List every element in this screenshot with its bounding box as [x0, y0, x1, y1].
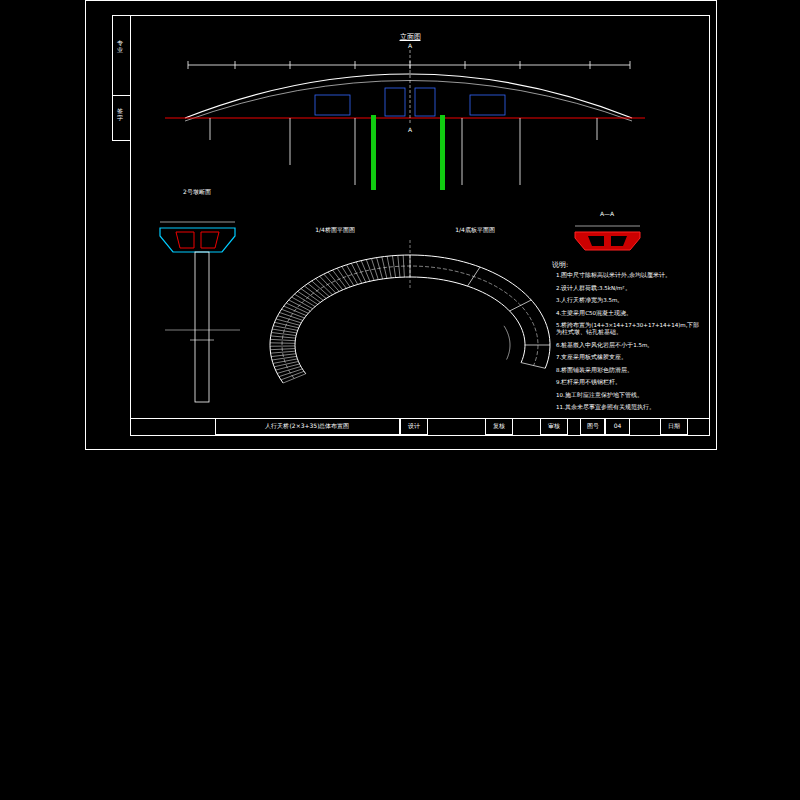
cell-text: 审核 — [548, 423, 560, 430]
axis-line — [410, 240, 411, 290]
title-block-cell: 日期 — [660, 418, 688, 435]
note-line: 4.主梁采用C50混凝土现浇。 — [556, 310, 704, 317]
cell-text: 图号 — [587, 423, 599, 430]
strip-divider — [112, 95, 130, 96]
deck-hatch — [398, 255, 400, 277]
deck-hatch — [279, 369, 302, 377]
deck-hatch — [371, 258, 378, 279]
note-line: 10.施工时应注意保护地下管线。 — [556, 392, 704, 399]
pier-section — [160, 222, 240, 402]
deck-hatch — [270, 349, 295, 350]
view-title: A—A — [600, 210, 614, 217]
title-block-cell: 审核 — [540, 418, 568, 435]
ramp-edge — [504, 326, 510, 360]
deck-hatch — [270, 345, 295, 346]
deck-hatch — [273, 359, 297, 363]
title-block-cell: 图号 — [580, 418, 605, 435]
side-cell-text: 专业 — [117, 40, 123, 53]
deck-hatch — [279, 312, 302, 320]
plan-edge — [270, 255, 550, 383]
elevation — [165, 50, 645, 190]
plan-view — [270, 240, 550, 383]
title-block-cell: 复核 — [485, 418, 513, 435]
plan-edge — [295, 277, 525, 374]
note-line: 9.栏杆采用不锈钢栏杆。 — [556, 379, 704, 386]
deck-hatch — [392, 256, 395, 278]
cell-text: 日期 — [668, 423, 680, 430]
girder-division — [510, 300, 532, 311]
deck-hatch — [382, 257, 387, 279]
deck-hatch — [273, 326, 297, 331]
view-title: 1/4桥面平面图 — [315, 226, 355, 233]
deck-hatch — [272, 356, 297, 360]
deck-hatch — [342, 266, 354, 285]
section-mark: A — [407, 42, 413, 49]
deck-hatch — [278, 316, 302, 323]
deck-hatch — [281, 371, 304, 380]
deck-hatch — [271, 351, 296, 353]
deck-hatch — [275, 322, 299, 328]
outer-frame — [86, 1, 717, 450]
cell-text: 人行天桥(2×3+35)总体布置图 — [265, 423, 349, 430]
view-title: 2号墩断面 — [183, 188, 211, 195]
note-line: 3.人行天桥净宽为3.5m。 — [556, 297, 704, 304]
note-line: 11.其余未尽事宜参照有关规范执行。 — [556, 404, 704, 411]
drawing-title: 立面图 — [400, 33, 421, 41]
deck-hatch — [356, 262, 366, 282]
deck-hatch — [274, 361, 298, 366]
deck-hatch — [271, 332, 296, 335]
inner-frame — [131, 16, 710, 436]
girder-division — [468, 267, 481, 286]
side-strip — [113, 16, 131, 141]
deck-hatch — [333, 270, 347, 288]
cell-text: 04 — [614, 423, 622, 430]
cell-text: 设计 — [408, 423, 420, 430]
title-block-cell: 04 — [605, 418, 630, 435]
note-line: 6.桩基嵌入中风化岩层不小于1.5m。 — [556, 342, 704, 349]
deck-hatch — [276, 319, 300, 325]
cell-text: 复核 — [493, 423, 505, 430]
note-line: 8.桥面铺装采用彩色防滑层。 — [556, 367, 704, 374]
box-section — [575, 226, 640, 250]
note-line: 5.桥跨布置为(14+3×14+17+30+17+14+14)m,下部为柱式墩、… — [556, 322, 704, 335]
deck-hatch — [277, 366, 301, 373]
deck-hatch — [351, 263, 361, 283]
section-mark: A — [407, 126, 413, 133]
deck-hatch — [271, 354, 296, 357]
note-line: 2.设计人群荷载:3.5kN/m²。 — [556, 285, 704, 292]
deck-hatch — [346, 265, 357, 285]
view-title: 1/4底板平面图 — [455, 226, 495, 233]
note-line: 1.图中尺寸除标高以米计外,余均以厘米计。 — [556, 272, 704, 279]
note-line: 7.支座采用板式橡胶支座。 — [556, 354, 704, 361]
deck-hatch — [271, 336, 296, 338]
deck-hatch — [387, 256, 391, 278]
girder-division — [521, 363, 545, 369]
girder-division — [525, 345, 550, 346]
deck-hatch — [276, 364, 300, 370]
title-block-cell: 设计 — [400, 418, 428, 435]
side-cell-text: 签字 — [117, 108, 123, 121]
deck-hatch — [270, 342, 295, 344]
notes-heading: 说明: — [552, 262, 568, 270]
deck-hatch — [377, 258, 383, 279]
title-block-cell: 人行天桥(2×3+35)总体布置图 — [215, 418, 400, 435]
deck-hatch — [403, 255, 404, 277]
deck-hatch — [270, 339, 295, 340]
deck-hatch — [337, 268, 350, 287]
deck-hatch — [361, 261, 370, 282]
